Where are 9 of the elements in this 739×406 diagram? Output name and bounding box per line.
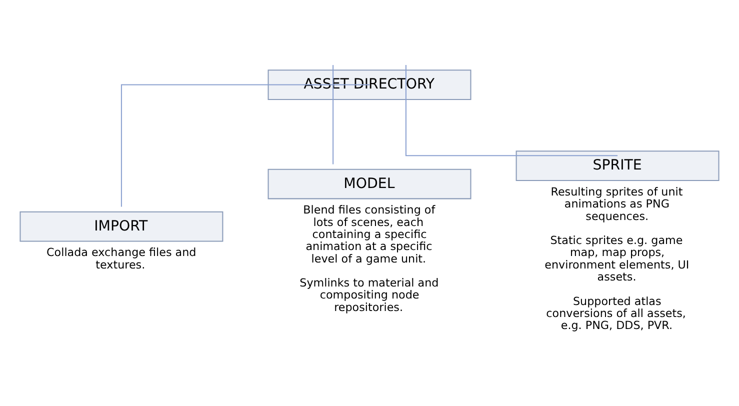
node-label: Resulting sprites of unit animations as PNG sequences. xyxy=(550,184,683,222)
connector xyxy=(120,84,370,206)
node-label: Static sprites e.g. game map, map props, environment elements, UI assets. xyxy=(544,234,690,283)
node-label: Symlinks to material and compositing node repositories. xyxy=(300,276,439,314)
node-label: Blend files consisting of lots of scenes, each containing a specific animation at a specific level of a game unit. xyxy=(303,203,436,265)
connector xyxy=(332,64,334,164)
node-label: Collada exchange files and textures. xyxy=(46,246,196,271)
node-label: Supported atlas conversions of all assets, e.g. PNG, DDS, PVR. xyxy=(546,294,686,332)
connector xyxy=(405,64,618,156)
